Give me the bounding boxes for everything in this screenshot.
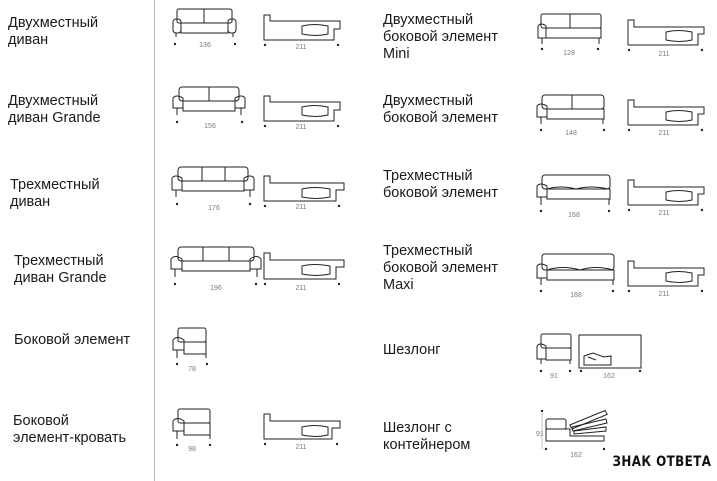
chaise-container-icon: 91 162 — [536, 409, 608, 459]
svg-text:211: 211 — [658, 130, 669, 137]
label-side-element: Боковой элемент — [14, 332, 131, 348]
svg-text:98: 98 — [188, 446, 196, 453]
svg-text:211: 211 — [295, 204, 306, 211]
label-chaise-container: Шезлонг с контейнером — [383, 420, 471, 453]
svg-text:148: 148 — [565, 130, 577, 137]
svg-text:168: 168 — [568, 212, 580, 219]
svg-text:211: 211 — [658, 210, 669, 217]
sofa-front-icon: 176 — [171, 166, 255, 212]
sofa-bed-side-icon: 211 — [627, 260, 705, 298]
svg-text:176: 176 — [208, 205, 220, 212]
svg-text:136: 136 — [199, 42, 211, 49]
svg-text:128: 128 — [563, 50, 575, 57]
svg-text:211: 211 — [295, 124, 306, 131]
svg-text:188: 188 — [570, 292, 582, 299]
watermark-logo: ЗНАК ОТВЕТА — [612, 454, 711, 470]
sofa-bed-side-icon: 211 — [627, 99, 705, 137]
label-chaise: Шезлонг — [383, 342, 441, 358]
sofa-bed-side-icon: 211 — [263, 413, 341, 451]
svg-text:211: 211 — [295, 44, 306, 51]
svg-text:211: 211 — [295, 285, 306, 292]
label-two-seat-side-mini: Двухместный боковой элемент Mini — [383, 12, 498, 62]
label-three-seat-side: Трехместный боковой элемент — [383, 168, 498, 201]
sofa-front-icon: 128 — [537, 13, 602, 57]
sofa-bed-side-icon: 211 — [263, 175, 345, 211]
sofa-front-icon: 196 — [170, 246, 262, 292]
svg-text:211: 211 — [658, 51, 669, 58]
side-element-bed-icon: 98 — [172, 408, 212, 453]
label-three-seat-sofa-grande: Трехместный диван Grande — [14, 253, 107, 286]
column-divider — [154, 0, 155, 481]
svg-text:162: 162 — [570, 452, 582, 459]
label-three-seat-side-maxi: Трехместный боковой элемент Maxi — [383, 243, 498, 293]
svg-text:78: 78 — [188, 366, 196, 373]
svg-text:196: 196 — [210, 285, 222, 292]
sofa-front-icon: 136 — [172, 8, 237, 49]
svg-text:162: 162 — [603, 373, 615, 380]
label-two-seat-sofa-grande: Двухместный диван Grande — [8, 93, 101, 126]
sofa-bed-side-icon: 211 — [627, 19, 705, 58]
sofa-bed-side-icon: 211 — [263, 95, 341, 131]
chaise-icon: 91 162 — [536, 333, 642, 380]
label-two-seat-side: Двухместный боковой элемент — [383, 93, 498, 126]
side-element-icon: 78 — [172, 327, 209, 373]
sofa-front-icon: 188 — [536, 253, 615, 299]
svg-text:156: 156 — [204, 123, 216, 130]
svg-text:91: 91 — [550, 373, 558, 380]
svg-text:91: 91 — [536, 431, 544, 438]
sofa-front-icon: 168 — [536, 174, 611, 219]
sofa-bed-side-icon: 211 — [627, 179, 705, 217]
sofa-front-icon: 148 — [536, 94, 606, 137]
label-three-seat-sofa: Трехместный диван — [10, 177, 100, 210]
svg-text:211: 211 — [295, 444, 306, 451]
sofa-bed-side-icon: 211 — [263, 14, 341, 51]
label-two-seat-sofa: Двухместный диван — [8, 15, 99, 48]
svg-text:211: 211 — [658, 291, 669, 298]
label-side-element-bed: Боковой элемент-кровать — [13, 413, 127, 446]
sofa-front-icon: 156 — [172, 86, 246, 130]
sofa-bed-side-icon: 211 — [263, 252, 345, 292]
